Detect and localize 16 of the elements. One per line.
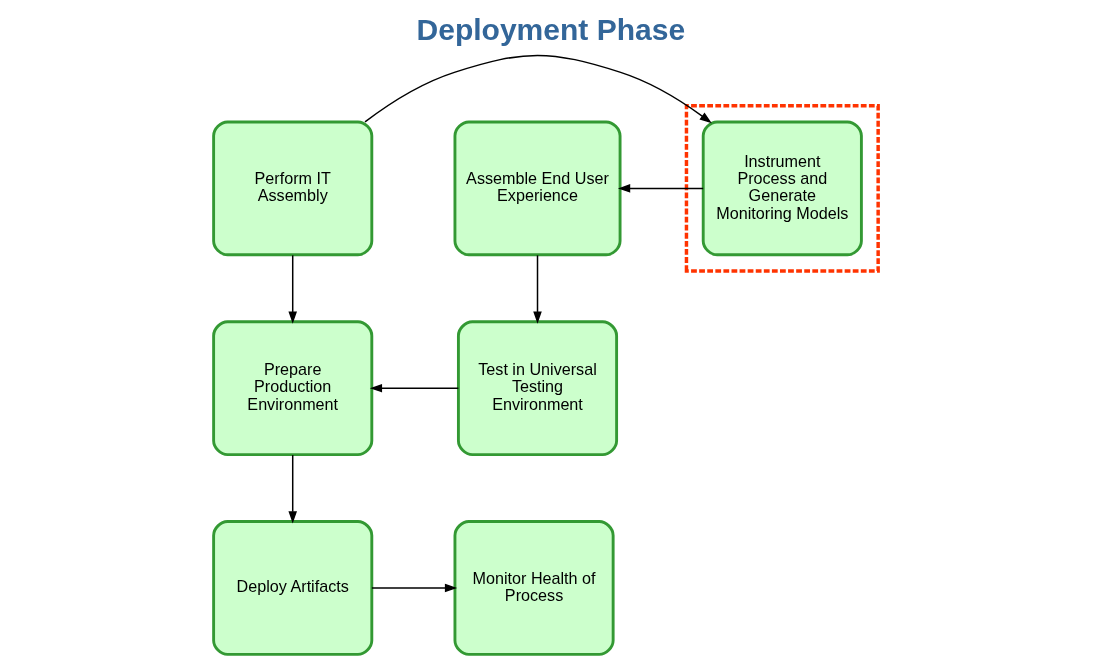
node-box: Test in Universal Testing Environment bbox=[456, 320, 618, 456]
arrow bbox=[363, 54, 712, 124]
cluster bbox=[684, 104, 880, 273]
arrow bbox=[287, 254, 297, 324]
arrow bbox=[617, 184, 704, 193]
arrow bbox=[287, 454, 297, 524]
node-box: Deploy Artifacts bbox=[211, 520, 373, 656]
arrow bbox=[532, 254, 542, 324]
arrow bbox=[370, 583, 457, 593]
node-box: Instrument Process and Generate Monitoring Models bbox=[701, 120, 863, 257]
node-box: Monitor Health of Process bbox=[453, 520, 615, 656]
node-box: Perform IT Assembly bbox=[211, 120, 373, 257]
node-box: Assemble End User Experience bbox=[453, 120, 621, 257]
diagram-title: Deployment Phase bbox=[416, 13, 685, 47]
arrow bbox=[369, 383, 459, 393]
node-box: Prepare Production Environment bbox=[211, 320, 373, 456]
